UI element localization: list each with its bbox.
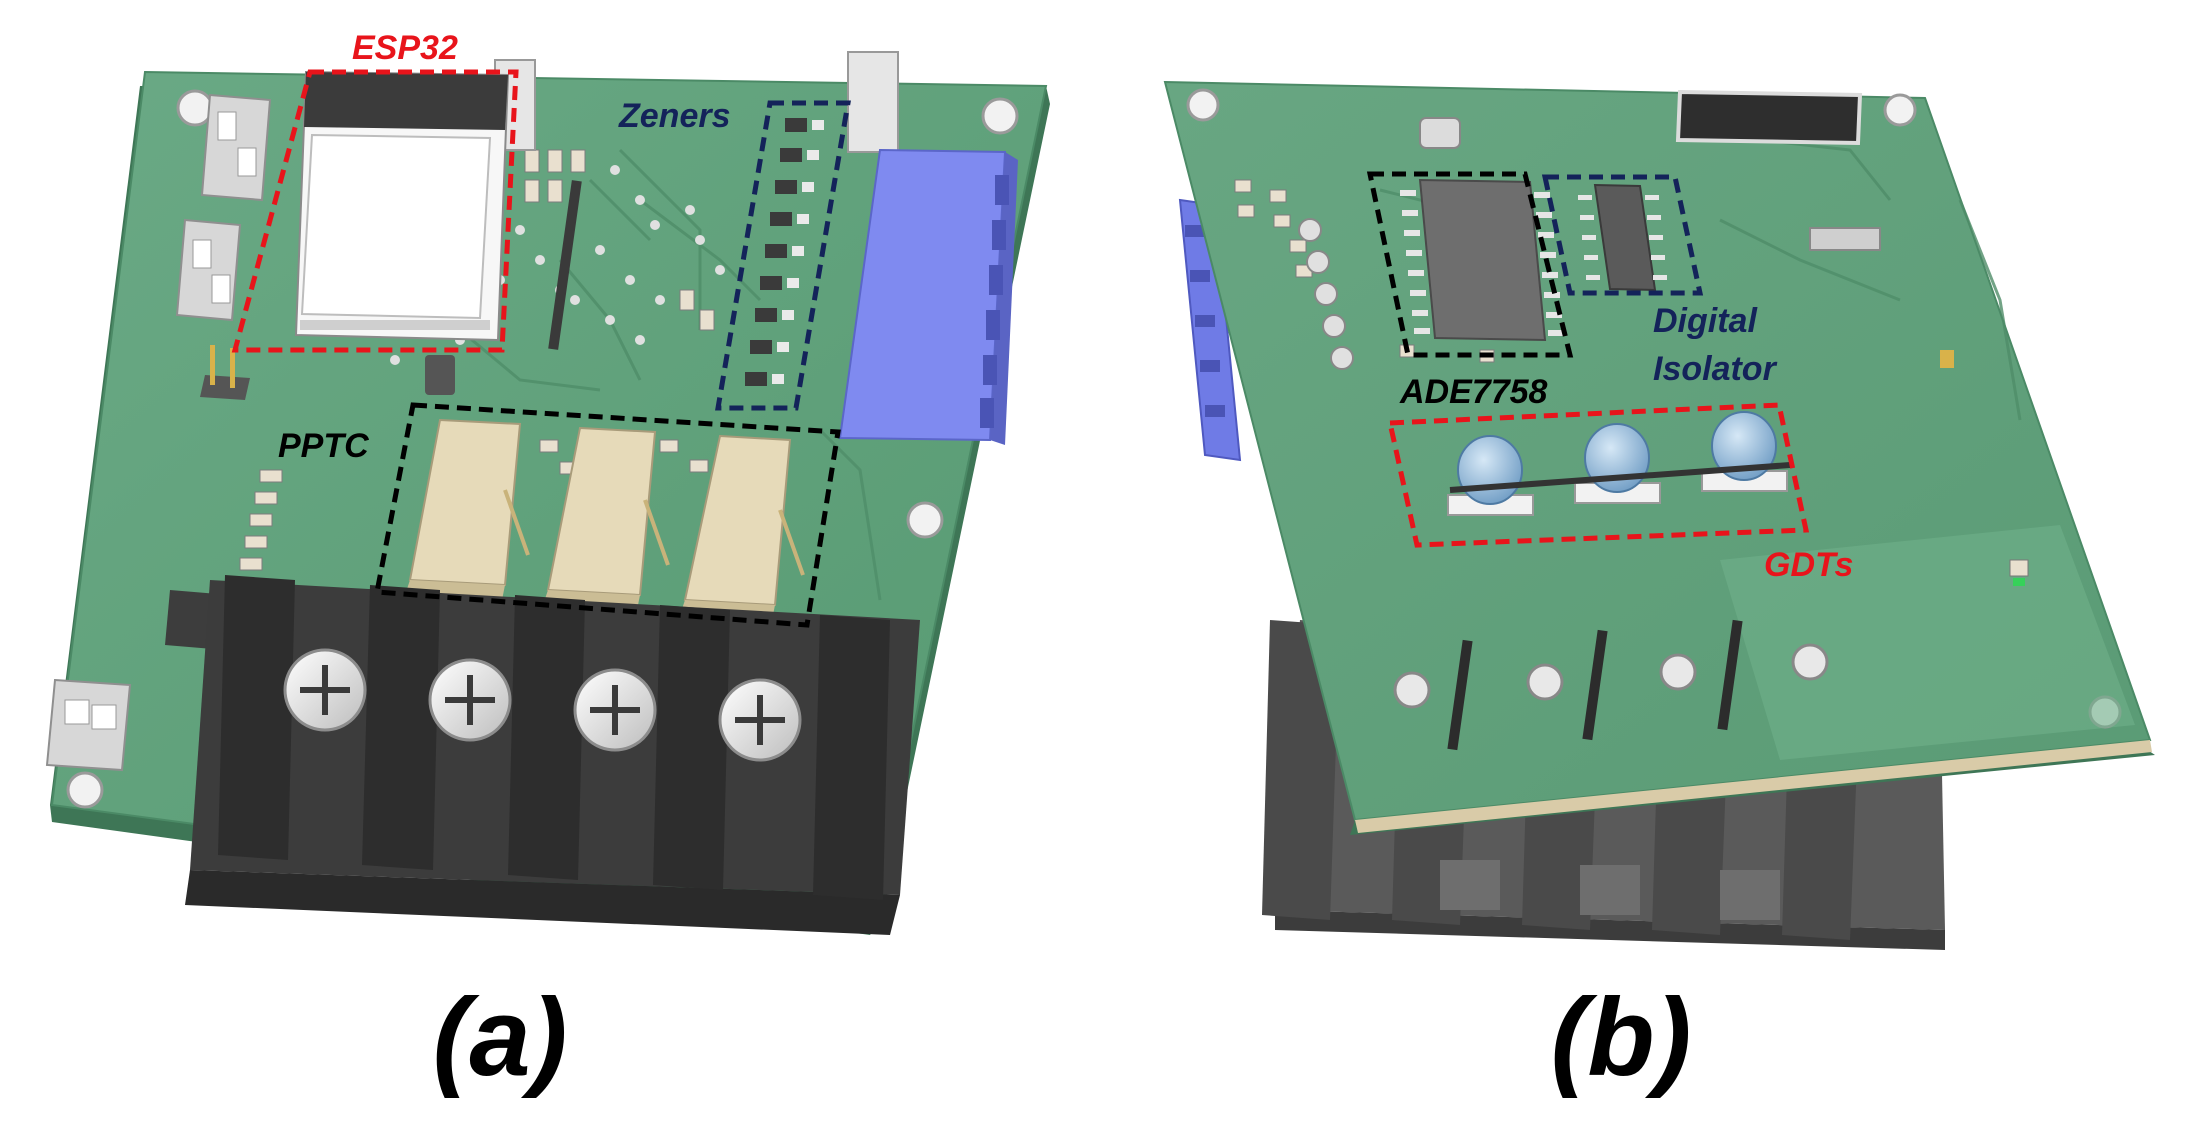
digital-isolator-ic (1578, 183, 1667, 292)
panel-b (1163, 80, 2155, 950)
mounting-hole (1186, 88, 1220, 122)
ade7758-highlight-box (1366, 171, 1574, 358)
crystal-b (1419, 117, 1461, 149)
caption-a: (a) (433, 976, 567, 1099)
small-part-b (1940, 350, 1954, 368)
jst-connectors-a (45, 93, 272, 772)
board-b-front-edge (1355, 740, 2152, 833)
terminal-pins-b (1393, 619, 1829, 751)
label-isolator: Isolator (1653, 350, 1778, 388)
label-pptc: PPTC (278, 427, 369, 465)
mounting-hole (1883, 93, 1917, 127)
terminal-block-a (185, 575, 920, 935)
smd-components-a (239, 149, 715, 571)
callout-boxes (231, 69, 1810, 628)
pptc-fuses (405, 418, 805, 620)
esp32-highlight-box (231, 69, 519, 353)
digital-isolator-highlight-box (1541, 174, 1704, 296)
traces-a (459, 148, 882, 601)
callout-labels: ESP32 Zeners PPTC ADE7758 Digital Isolat… (278, 29, 1853, 584)
ade7758-ic (1400, 178, 1564, 342)
blue-header (838, 148, 1018, 445)
white-header-a2 (847, 51, 899, 153)
zener-pads (772, 120, 824, 384)
small-cap-a (425, 355, 455, 395)
pptc-highlight-box (374, 402, 841, 628)
label-digital: Digital (1653, 302, 1758, 340)
gdts-highlight-box (1386, 402, 1810, 548)
label-ade7758: ADE7758 (1399, 373, 1548, 411)
th-pads-b (1298, 218, 1354, 370)
mounting-hole (981, 97, 1019, 135)
terminal-screws-a (283, 648, 802, 762)
smd-components-b (1234, 179, 1495, 363)
label-esp32: ESP32 (352, 29, 458, 67)
mounting-hole (906, 501, 944, 539)
caption-b: (b) (1551, 976, 1691, 1099)
zeners-highlight-box (715, 100, 851, 411)
led-green-b (2013, 578, 2025, 586)
label-zeners: Zeners (618, 97, 731, 135)
label-gdts: GDTs (1764, 546, 1853, 584)
board-b-region (1720, 525, 2135, 760)
pin-header-a (200, 345, 250, 400)
regulator-b (1809, 227, 1881, 251)
gdt-components (1447, 411, 1791, 516)
ic-strip-a (548, 180, 582, 350)
led-b (2009, 559, 2029, 577)
esp32-module (294, 70, 510, 342)
mounting-hole (176, 89, 214, 127)
mounting-hole (66, 771, 104, 809)
panel-a (45, 51, 1050, 935)
connector-footprint-b (1675, 89, 1863, 146)
zener-diodes (745, 118, 807, 386)
